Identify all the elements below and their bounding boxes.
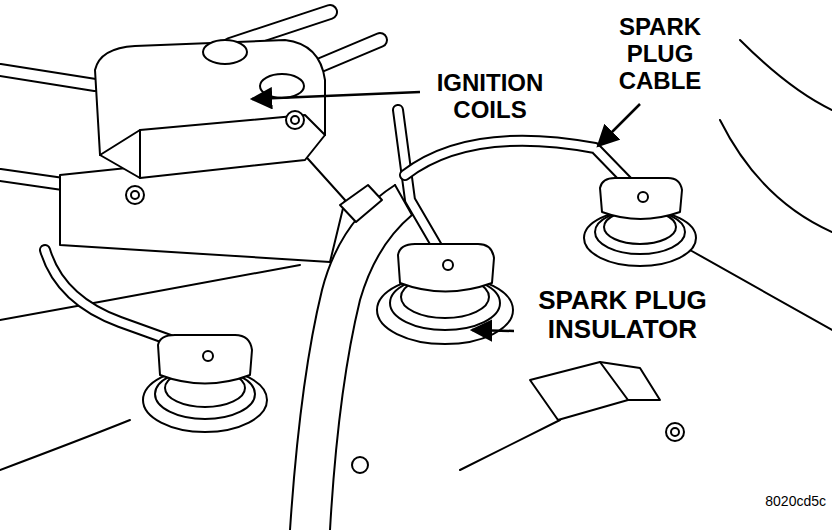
part-label: SPARK PLUG INSULATOR — [515, 286, 730, 344]
part-label: SPARK PLUG CABLE — [605, 14, 715, 95]
part-label: IGNITION COILS — [425, 70, 555, 124]
figure-code: 8020cd5c — [740, 494, 826, 510]
